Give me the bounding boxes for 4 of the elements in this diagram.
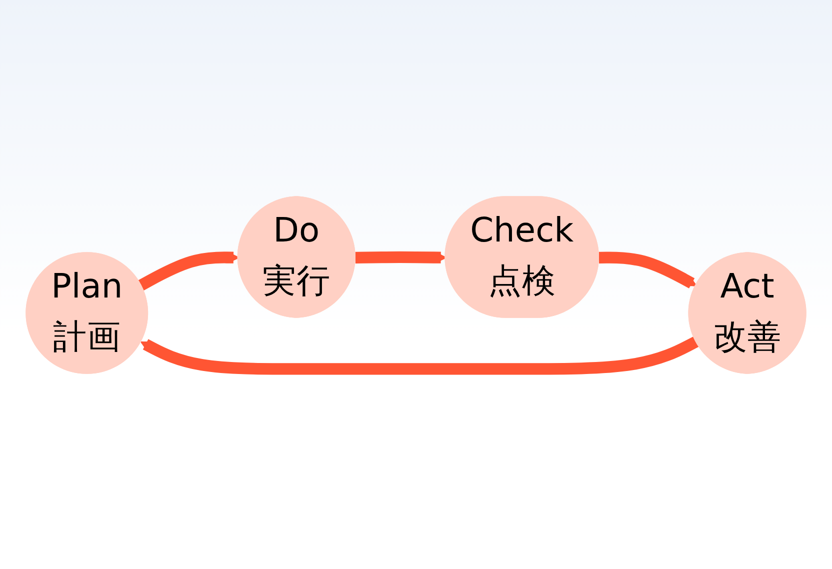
arrow <box>140 336 700 374</box>
arrow <box>355 250 446 263</box>
arrow <box>598 251 697 288</box>
arrow <box>138 251 240 290</box>
